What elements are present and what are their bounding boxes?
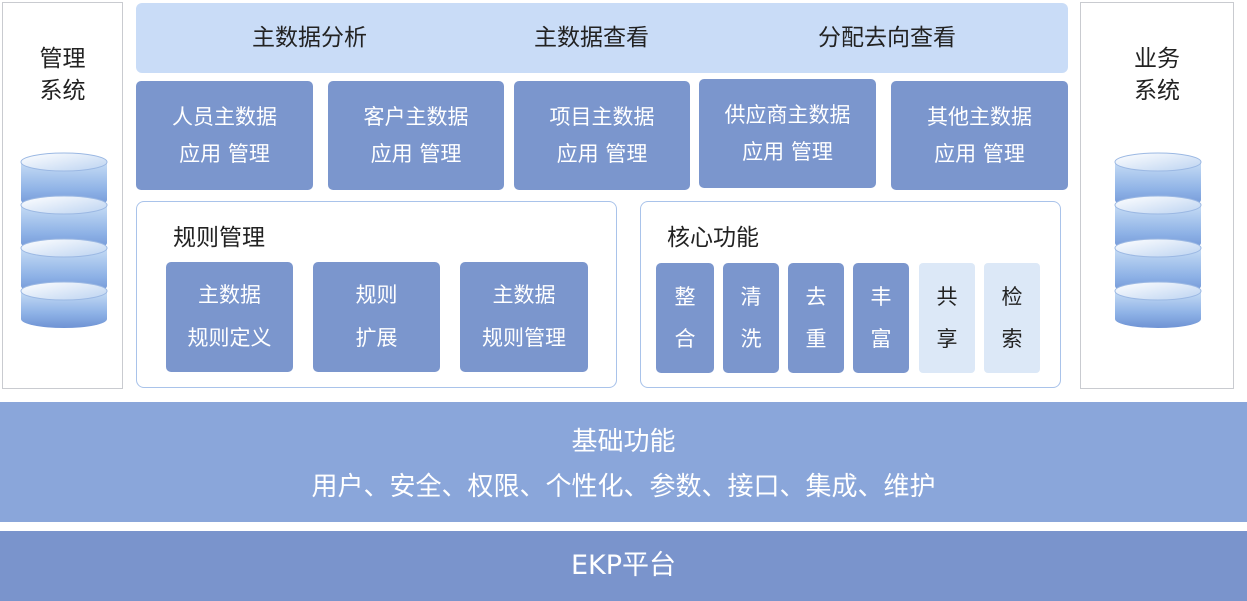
core-item-cleanse: 清 洗: [723, 263, 779, 373]
core-label-line2: 洗: [740, 327, 762, 351]
core-label-line1: 整: [674, 285, 696, 309]
base-functions-detail: 用户、安全、权限、个性化、参数、接口、集成、维护: [311, 472, 936, 502]
module-label-line1: 其他主数据: [927, 104, 1032, 129]
core-label-line1: 清: [740, 285, 762, 309]
module-supplier: 供应商主数据 应用 管理: [699, 79, 876, 188]
database-icon: [20, 152, 108, 328]
rule-label-line1: 主数据: [492, 283, 556, 307]
core-item-enrich: 丰 富: [853, 263, 909, 373]
core-label-line2: 享: [936, 327, 958, 351]
module-label-line2: 应用 管理: [370, 141, 462, 166]
core-label-line2: 合: [674, 327, 696, 351]
rule-item-extension: 规则 扩展: [313, 262, 440, 372]
module-label-line2: 应用 管理: [742, 139, 833, 164]
core-item-integrate: 整 合: [656, 263, 714, 373]
module-customer: 客户主数据 应用 管理: [328, 81, 504, 190]
base-functions-bar: 基础功能 用户、安全、权限、个性化、参数、接口、集成、维护: [0, 402, 1247, 522]
core-functions-title: 核心功能: [667, 225, 759, 251]
core-item-share: 共 享: [919, 263, 975, 373]
rule-label-line2: 规则定义: [187, 326, 272, 350]
management-system-title-line1: 管理: [39, 46, 86, 72]
base-functions-title: 基础功能: [571, 427, 676, 457]
database-icon: [1114, 152, 1202, 328]
management-system-title-line2: 系统: [39, 78, 86, 104]
core-label-line2: 富: [870, 327, 892, 351]
module-label-line2: 应用 管理: [556, 141, 648, 166]
core-label-line2: 索: [1001, 327, 1023, 351]
business-system-panel: 业务 系统: [1080, 2, 1234, 389]
top-bar-item-view: 主数据查看: [534, 25, 649, 51]
core-item-dedupe: 去 重: [788, 263, 844, 373]
core-label-line1: 丰: [870, 285, 892, 309]
management-system-panel: 管理 系统: [2, 2, 123, 389]
core-label-line1: 共: [936, 285, 958, 309]
core-item-search: 检 索: [984, 263, 1040, 373]
module-label-line1: 供应商主数据: [724, 102, 851, 127]
core-label-line2: 重: [805, 327, 827, 351]
core-label-line1: 去: [805, 285, 827, 309]
module-label-line1: 客户主数据: [363, 104, 469, 129]
module-label-line2: 应用 管理: [179, 141, 270, 166]
module-label-line2: 应用 管理: [934, 141, 1025, 166]
module-label-line1: 项目主数据: [549, 104, 655, 129]
rule-label-line1: 主数据: [198, 283, 261, 307]
rule-label-line2: 规则管理: [482, 326, 566, 350]
rule-label-line1: 规则: [355, 283, 398, 307]
module-project: 项目主数据 应用 管理: [514, 81, 690, 190]
ekp-platform-label: EKP平台: [570, 550, 677, 581]
rule-item-management: 主数据 规则管理: [460, 262, 588, 372]
business-system-title-line2: 系统: [1134, 78, 1180, 104]
top-view-bar: 主数据分析 主数据查看 分配去向查看: [136, 3, 1068, 73]
module-personnel: 人员主数据 应用 管理: [136, 81, 313, 190]
rule-item-definition: 主数据 规则定义: [166, 262, 293, 372]
rules-management-title: 规则管理: [173, 225, 265, 251]
module-label-line1: 人员主数据: [172, 104, 277, 129]
module-other: 其他主数据 应用 管理: [891, 81, 1068, 190]
core-label-line1: 检: [1001, 285, 1023, 309]
rule-label-line2: 扩展: [355, 326, 398, 350]
business-system-title-line1: 业务: [1134, 46, 1180, 72]
top-bar-item-analysis: 主数据分析: [252, 25, 367, 51]
ekp-platform-bar: EKP平台: [0, 531, 1247, 601]
top-bar-item-allocation: 分配去向查看: [818, 25, 956, 51]
